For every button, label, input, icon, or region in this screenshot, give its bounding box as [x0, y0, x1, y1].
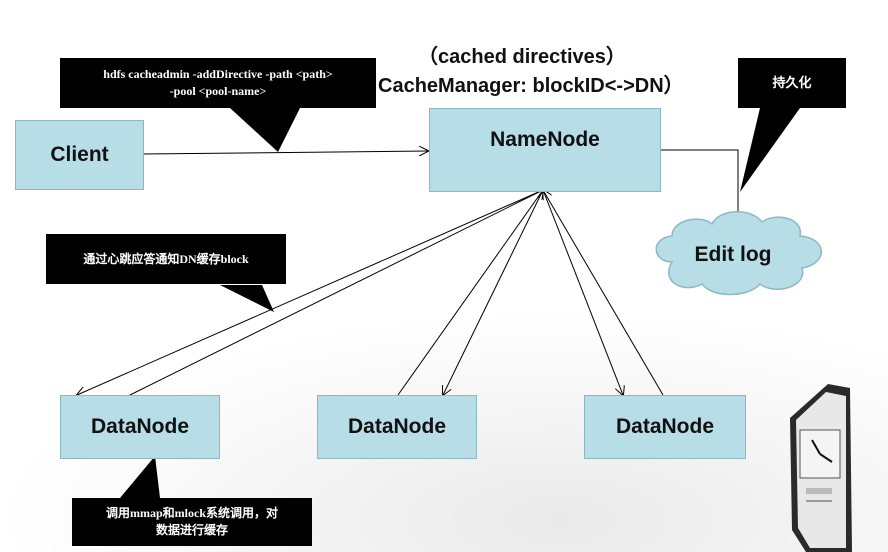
- cache-manager-label: CacheManager: blockID<->DN）: [378, 75, 684, 97]
- datanode2-to-namenode-arrow: [397, 190, 543, 396]
- edit-log-label: Edit log: [694, 243, 772, 266]
- heartbeat-callout-pointer: [220, 285, 274, 312]
- datanode3-to-namenode-arrow: [543, 190, 664, 396]
- persist-callout-pointer: [740, 108, 800, 192]
- mmap-callout-pointer: [120, 456, 160, 498]
- edit-log-cloud: [655, 211, 822, 296]
- namenode-node-label: NameNode: [490, 128, 600, 151]
- client-node: Client: [15, 120, 144, 190]
- persist-callout-text: 持久化: [772, 75, 812, 91]
- namenode-to-datanode2-arrow: [443, 189, 544, 395]
- heartbeat-callout: 通过心跳应答通知DN缓存block: [46, 234, 286, 284]
- datanode-3-label: DataNode: [615, 415, 715, 438]
- command-callout-line2: -pool <pool-name>: [169, 84, 267, 98]
- command-callout-pointer: [230, 108, 300, 152]
- clock-icon: [790, 384, 852, 552]
- mmap-callout: 调用mmap和mlock系统调用，对 数据进行缓存: [72, 498, 312, 546]
- cached-directives-label: （cached directives）: [418, 46, 626, 68]
- datanode-3: DataNode: [584, 395, 746, 459]
- datanode-2-label: DataNode: [347, 415, 447, 438]
- command-callout: hdfs cacheadmin -addDirective -path <pat…: [60, 58, 376, 108]
- namenode-to-editlog-arrow: [660, 149, 738, 224]
- command-callout-line1: hdfs cacheadmin -addDirective -path <pat…: [103, 67, 333, 81]
- namenode-node: NameNode: [429, 108, 661, 192]
- namenode-to-datanode3-arrow: [542, 189, 623, 395]
- namenode-to-datanode1-arrow: [77, 189, 544, 395]
- mmap-callout-line2: 数据进行缓存: [155, 523, 228, 537]
- persist-callout: 持久化: [738, 58, 846, 108]
- heartbeat-callout-text: 通过心跳应答通知DN缓存block: [83, 251, 249, 266]
- datanode-1: DataNode: [60, 395, 220, 459]
- client-node-label: Client: [50, 143, 109, 166]
- datanode-2: DataNode: [317, 395, 477, 459]
- datanode1-to-namenode-arrow: [129, 190, 543, 396]
- client-to-namenode-arrow: [142, 151, 428, 154]
- datanode-1-label: DataNode: [90, 415, 190, 438]
- mmap-callout-line1: 调用mmap和mlock系统调用，对: [106, 506, 278, 520]
